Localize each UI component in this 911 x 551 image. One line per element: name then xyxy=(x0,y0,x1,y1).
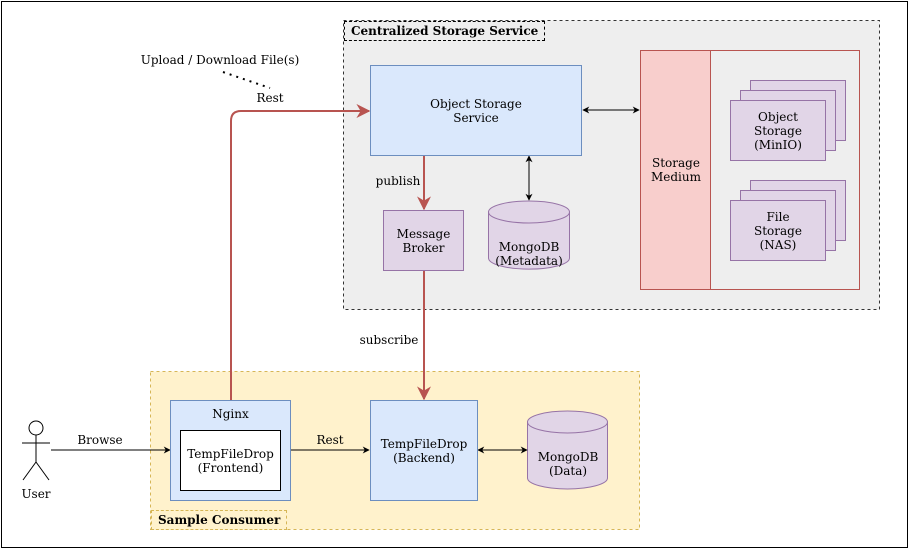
file-storage-nas-node: File Storage (NAS) xyxy=(730,200,826,261)
sample-consumer-title: Sample Consumer xyxy=(151,510,288,530)
storage-service-title: Centralized Storage Service xyxy=(344,21,546,41)
subscribe-label: subscribe xyxy=(359,333,419,347)
storage-medium-label: Storage Medium xyxy=(650,156,701,184)
user-icon xyxy=(22,420,50,481)
mongodb-metadata-cylinder xyxy=(488,200,570,270)
tempfiledrop-frontend-node: TempFileDrop (Frontend) xyxy=(180,430,281,491)
publish-label: publish xyxy=(375,174,421,188)
upload-note-connector xyxy=(222,71,271,89)
rest-consumer-label: Rest xyxy=(316,433,344,447)
upload-download-note: Upload / Download File(s) xyxy=(140,53,300,67)
browse-label: Browse xyxy=(77,433,123,447)
object-storage-service-node: Object Storage Service xyxy=(370,65,582,156)
storage-medium-box xyxy=(640,50,711,290)
user-label: User xyxy=(21,487,51,501)
message-broker-node: Message Broker xyxy=(383,210,464,271)
rest-top-label: Rest xyxy=(256,91,284,105)
mongodb-metadata-label: MongoDB (Metadata) xyxy=(495,240,563,268)
edge-nginx-to-object-storage xyxy=(230,104,371,400)
mongodb-data-label: MongoDB (Data) xyxy=(537,450,599,478)
object-storage-minio-node: Object Storage (MinIO) xyxy=(730,100,826,161)
mongodb-data-cylinder xyxy=(527,410,608,490)
nginx-label: Nginx xyxy=(212,407,249,421)
tempfiledrop-backend-node: TempFileDrop (Backend) xyxy=(370,400,478,501)
